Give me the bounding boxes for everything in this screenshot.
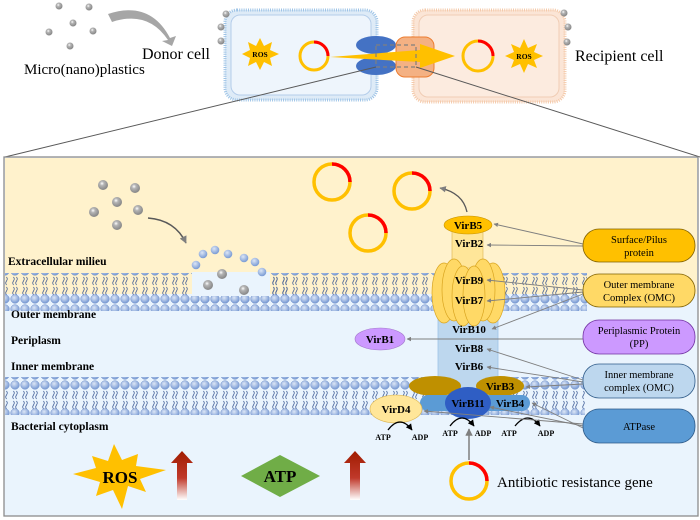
legend-inner-membrane-complex: Inner membrane complex (OMC) (582, 363, 696, 399)
virb7-label: VirB7 (455, 295, 484, 307)
virb5-protein (443, 215, 493, 235)
uptake-arrow (147, 217, 187, 244)
plasmid-panel-3 (348, 213, 388, 253)
label-inner-membrane: Inner membrane (11, 361, 94, 373)
svg-text:ADP: ADP (538, 429, 555, 438)
plastics-label: Micro(nano)plastics (24, 62, 145, 78)
release-arrow (439, 186, 468, 213)
atp-cycle-virb4: ATP ADP (501, 417, 555, 438)
svg-text:Periplasmic Protein: Periplasmic Protein (598, 326, 681, 337)
virb11-protein (445, 387, 491, 419)
label-cytoplasm: Bacterial cytoplasm (11, 421, 109, 433)
ros-label-donor: ROS (252, 50, 267, 59)
label-extracellular: Extracellular milieu (8, 256, 107, 268)
svg-text:Complex (OMC): Complex (OMC) (603, 293, 676, 304)
omc-barrel (431, 258, 506, 327)
svg-text:ATPase: ATPase (623, 422, 655, 433)
plasmid-donor (298, 40, 330, 72)
plastic-particles-top (45, 2, 97, 50)
membrane-invagination (191, 245, 270, 311)
svg-text:ADP: ADP (475, 429, 492, 438)
svg-text:complex (OMC): complex (OMC) (604, 383, 674, 394)
antibiotic-resistance-plasmid (449, 461, 489, 501)
virb8-label: VirB8 (455, 343, 484, 355)
antibiotic-resistance-label: Antibiotic resistance gene (497, 475, 653, 491)
svg-text:protein: protein (624, 248, 654, 259)
transfer-arrow (330, 44, 455, 68)
legend-atpase: ATPase (582, 408, 696, 444)
zoom-line-left (4, 66, 377, 158)
svg-text:ATP: ATP (501, 429, 517, 438)
atp-increase-arrow (344, 451, 366, 500)
virb3-protein (476, 376, 524, 396)
virb9-label: VirB9 (455, 275, 484, 287)
svg-text:ATP: ATP (442, 429, 458, 438)
svg-text:ADP: ADP (412, 433, 429, 442)
label-outer-membrane: Outer membrane (11, 309, 96, 321)
ros-label-large: ROS (103, 468, 138, 487)
virb10-label: VirB10 (452, 324, 486, 336)
svg-text:Outer membrane: Outer membrane (604, 280, 675, 291)
virb1-label: VirB1 (366, 334, 394, 346)
zoom-region-box (375, 44, 417, 68)
donor-cell-label: Donor cell (142, 46, 211, 63)
virb11-label: VirB11 (451, 398, 484, 410)
label-periplasm: Periplasm (11, 335, 61, 347)
virb1-protein (354, 327, 406, 351)
atp-diamond (241, 455, 320, 497)
ros-star-donor (242, 38, 279, 70)
curved-arrow-top (108, 10, 176, 46)
zoom-line-right (415, 66, 700, 158)
plasmid-recipient (461, 39, 495, 73)
legend-outer-membrane-complex: Outer membrane Complex (OMC) (582, 273, 696, 308)
atp-cycle-virb11: ATP ADP (442, 417, 492, 438)
legend-connectors (406, 222, 584, 429)
virb6-label: VirB6 (455, 361, 484, 373)
ros-increase-arrow (171, 451, 193, 500)
virb5-label: VirB5 (454, 220, 483, 232)
recipient-cell (411, 8, 572, 104)
plastic-particles-panel (89, 180, 143, 230)
atp-cycle-virD4: ATP ADP (375, 421, 429, 442)
atp-label-large: ATP (264, 467, 297, 486)
ros-label-recipient: ROS (516, 52, 531, 61)
ros-star-large (73, 444, 166, 509)
outer-membrane-right (262, 273, 587, 311)
legend-surface-pilus: Surface/Pilus protein (582, 228, 696, 263)
svg-text:ATP: ATP (375, 433, 391, 442)
ros-star-recipient (505, 39, 543, 73)
svg-text:Inner membrane: Inner membrane (604, 370, 673, 381)
svg-text:(PP): (PP) (630, 339, 649, 350)
imc-left-protein (409, 376, 461, 396)
plasmid-panel-1 (312, 162, 352, 202)
virb4-label: VirB4 (496, 398, 525, 410)
recipient-cell-label: Recipient cell (575, 48, 664, 65)
virb2-label: VirB2 (455, 238, 484, 250)
svg-text:Surface/Pilus: Surface/Pilus (611, 235, 667, 246)
virD4-label: VirD4 (382, 404, 411, 416)
legend-periplasmic-protein: Periplasmic Protein (PP) (582, 319, 696, 355)
virb3-label: VirB3 (486, 381, 515, 393)
plasmid-panel-2 (392, 171, 432, 211)
